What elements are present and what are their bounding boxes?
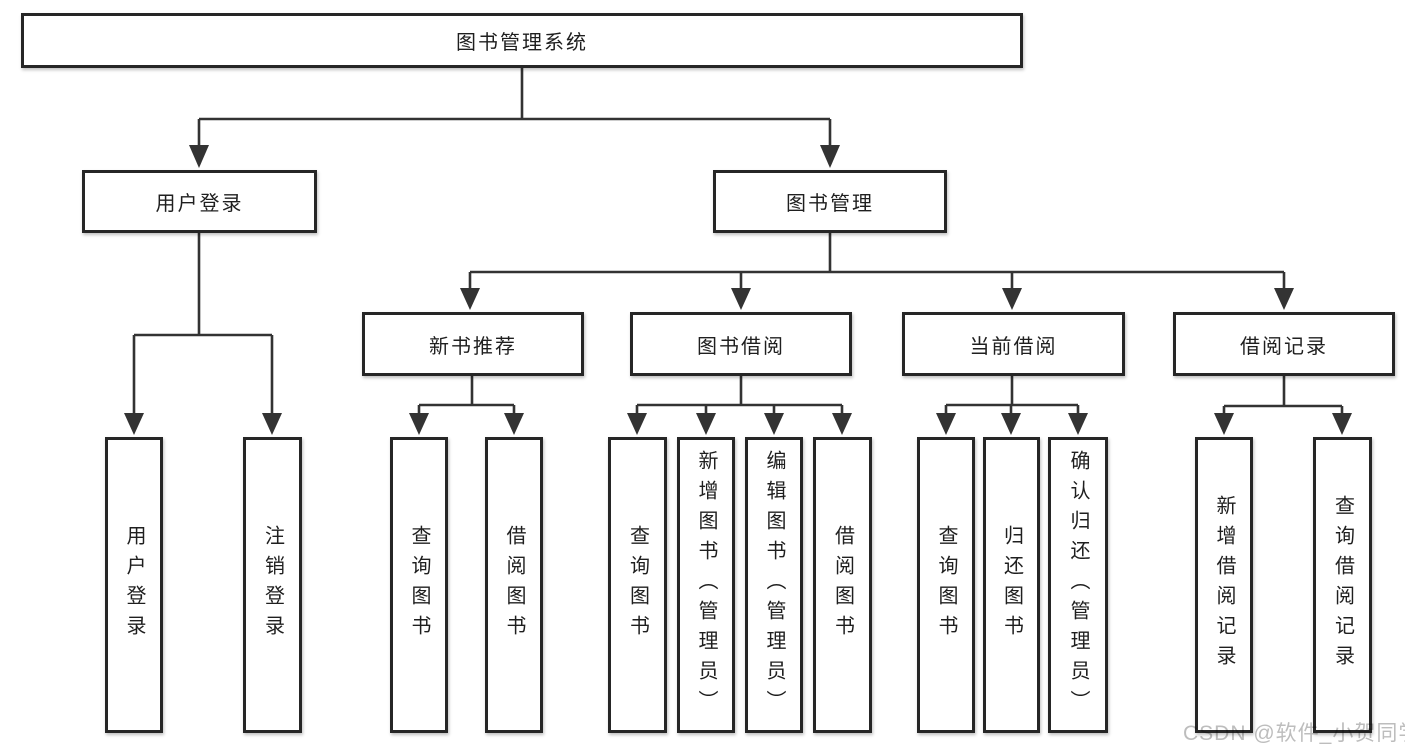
node-label: 图书管理 xyxy=(786,193,874,215)
node-query-books-current: 查询图书 xyxy=(917,437,975,733)
node-label: 当前借阅 xyxy=(969,335,1058,358)
node-user-login-leaf: 用户登录 xyxy=(105,437,163,733)
node-label: 借阅记录 xyxy=(1240,335,1328,358)
node-query-books-recommend: 查询图书 xyxy=(390,437,448,733)
watermark: CSDN @软件_小贺同学 xyxy=(1183,722,1405,745)
node-user-login: 用户登录 xyxy=(82,170,317,233)
node-label: 图书借阅 xyxy=(697,335,785,358)
node-label: 用户登录 xyxy=(123,525,145,645)
node-label: 注销登录 xyxy=(261,525,284,645)
node-return-books: 归还图书 xyxy=(983,437,1040,733)
node-label: 归还图书 xyxy=(1000,525,1023,645)
node-label: 图书管理系统 xyxy=(456,32,588,54)
node-library-management-system: 图书管理系统 xyxy=(21,13,1023,68)
connector-strokes xyxy=(132,68,1344,416)
node-label: 新书推荐 xyxy=(429,335,517,358)
node-book-management: 图书管理 xyxy=(713,170,947,233)
connector-arrowheads xyxy=(124,145,1352,435)
node-borrow-books-recommend: 借阅图书 xyxy=(485,437,543,733)
node-borrowing-records: 借阅记录 xyxy=(1173,312,1395,376)
node-add-books-admin: 新增图书（管理员） xyxy=(677,437,735,733)
node-borrow-books-leaf: 借阅图书 xyxy=(813,437,872,733)
node-label: 用户登录 xyxy=(155,193,244,215)
node-add-borrow-record: 新增借阅记录 xyxy=(1195,437,1253,733)
node-label: 新增图书（管理员） xyxy=(695,450,717,720)
node-label: 查询图书 xyxy=(626,525,649,645)
node-current-borrowing: 当前借阅 xyxy=(902,312,1125,376)
node-label: 新增借阅记录 xyxy=(1213,495,1235,675)
node-label: 查询图书 xyxy=(935,525,957,645)
node-new-book-recommendation: 新书推荐 xyxy=(362,312,584,376)
node-query-borrow-record: 查询借阅记录 xyxy=(1313,437,1372,733)
node-label: 查询图书 xyxy=(408,525,430,645)
node-label: 借阅图书 xyxy=(503,525,525,645)
node-edit-books-admin: 编辑图书（管理员） xyxy=(745,437,803,733)
node-logout: 注销登录 xyxy=(243,437,302,733)
node-label: 借阅图书 xyxy=(831,525,854,645)
node-label: 查询借阅记录 xyxy=(1331,495,1354,675)
node-label: 确认归还（管理员） xyxy=(1067,450,1089,720)
node-query-books-borrowing: 查询图书 xyxy=(608,437,667,733)
node-confirm-return-admin: 确认归还（管理员） xyxy=(1048,437,1108,733)
node-book-borrowing: 图书借阅 xyxy=(630,312,852,376)
node-label: 编辑图书（管理员） xyxy=(763,450,785,720)
